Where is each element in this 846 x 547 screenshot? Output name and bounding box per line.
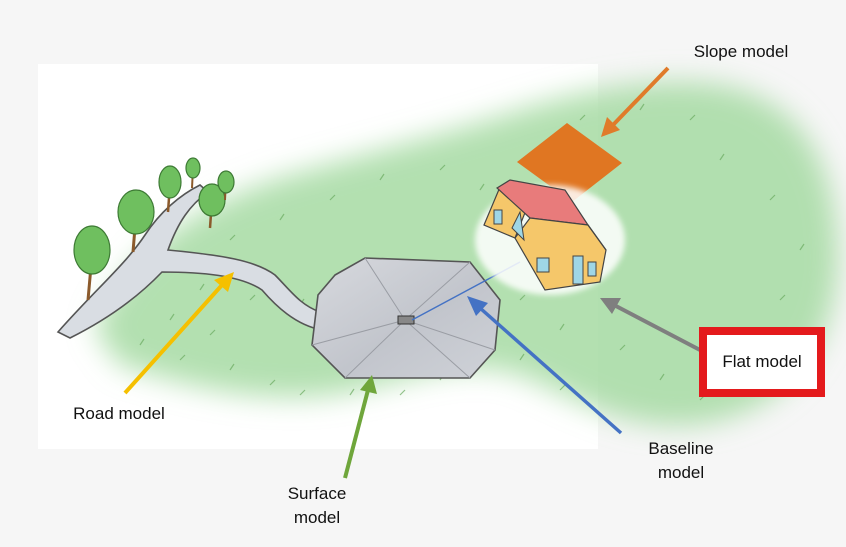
baseline-model-label: Baseline model: [626, 437, 736, 485]
tree-icon: [73, 225, 111, 301]
flat-model-highlight-box: Flat model: [699, 327, 825, 397]
baseline-arrow: [467, 296, 623, 435]
tree-icon: [185, 157, 201, 189]
surface-model-label: Surface model: [272, 482, 362, 530]
baseline-model-label-line2: model: [657, 463, 705, 482]
slope-arrow: [601, 66, 670, 137]
house-icon: [475, 179, 625, 295]
road: [56, 184, 323, 339]
surface-model-label-line1: Surface: [287, 484, 347, 503]
tree-icon: [217, 170, 235, 201]
grass-field: [95, 82, 839, 426]
flat-arrow: [600, 298, 701, 352]
tree-icon: [117, 189, 155, 253]
road-arrow: [123, 272, 234, 395]
slope-model-label: Slope model: [693, 42, 789, 61]
surface-model-label-line2: model: [293, 508, 341, 527]
tree-icon: [158, 165, 182, 213]
drain-icon: [397, 315, 415, 325]
flat-model-label: Flat model: [722, 352, 802, 371]
baseline-model-label-line1: Baseline: [648, 439, 714, 458]
road-model-label: Road model: [73, 404, 165, 423]
surface-platform: [311, 257, 501, 379]
slope-plane: [517, 123, 622, 202]
surface-arrow: [343, 375, 377, 479]
